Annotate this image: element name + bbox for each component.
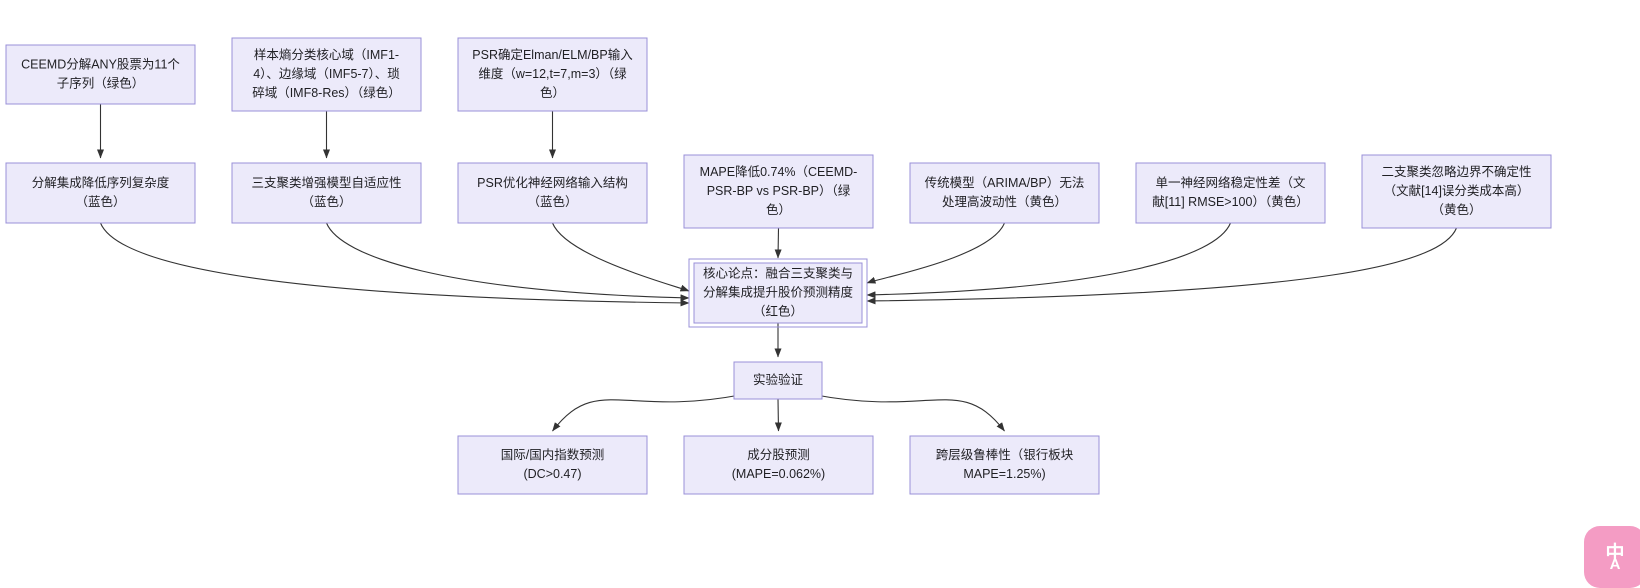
node-label-line: 献[11] RMSE>100）（黄色） (1152, 194, 1308, 209)
node-label-line: （文献[14]误分类成本高） (1384, 183, 1530, 198)
watermark-line-2: A (1609, 556, 1621, 573)
flow-node-r3[interactable]: 跨层级鲁棒性（银行板块 MAPE=1.25%) (909, 435, 1100, 495)
flow-node-n7[interactable]: MAPE降低0.74%（CEEMD- PSR-BP vs PSR-BP）（绿色） (683, 154, 874, 229)
node-box (457, 435, 648, 495)
node-box (683, 435, 874, 495)
node-label-line: 分解集成降低序列复杂度 (32, 175, 170, 190)
node-box (231, 162, 422, 224)
node-box (231, 37, 422, 112)
diagram-canvas: CEEMD分解ANY股票为11个子序列（绿色） 样本熵分类核心域（IMF1- 4）、… (5, 37, 1640, 588)
node-label-line: 处理高波动性（黄色） (942, 194, 1067, 209)
node-label-line: PSR确定Elman/ELM/BP输入 (472, 47, 633, 62)
node-label-line: 子序列（绿色） (57, 75, 145, 90)
node-label-line: 碎域（IMF8-Res）（绿色） (252, 85, 401, 100)
node-label-line: 维度（w=12,t=7,m=3）（绿 (478, 66, 627, 81)
node-label-line: (MAPE=0.062%) (732, 467, 825, 481)
flow-node-n2[interactable]: 样本熵分类核心域（IMF1- 4）、边缘域（IMF5-7）、琐碎域（IMF8-Re… (231, 37, 422, 112)
node-box (5, 44, 196, 105)
node-label-line: MAPE=1.25%) (963, 467, 1045, 481)
flow-node-n5[interactable]: 三支聚类增强模型自适应性 （蓝色） (231, 162, 422, 224)
node-label-line: 4）、边缘域（IMF5-7）、琐 (253, 66, 400, 81)
flow-node-r1[interactable]: 国际/国内指数预测 (DC>0.47) (457, 435, 648, 495)
flow-edge-e12 (552, 394, 741, 432)
node-box (693, 262, 863, 324)
node-box (5, 162, 196, 224)
node-label-line: 传统模型（ARIMA/BP）无法 (925, 175, 1085, 190)
flow-node-n6[interactable]: PSR优化神经网络输入结构 （蓝色） (457, 162, 648, 224)
node-label-line: （红色） (753, 303, 803, 318)
node-label-line: PSR-BP vs PSR-BP）（绿 (707, 183, 851, 198)
flow-edge-e14 (815, 394, 1005, 432)
node-label-line: 分解集成提升股价预测精度 (703, 284, 854, 299)
flow-edge-e5 (325, 222, 690, 302)
flow-node-n4[interactable]: 分解集成降低序列复杂度 （蓝色） (5, 162, 196, 224)
node-label-line: （蓝色） (301, 194, 351, 209)
node-label-line: CEEMD分解ANY股票为11个 (21, 57, 180, 71)
node-box (1135, 162, 1326, 224)
flow-node-n10[interactable]: 二支聚类忽略边界不确定性 （文献[14]误分类成本高） （黄色） (1361, 154, 1552, 229)
flow-edge-e13 (774, 398, 782, 432)
node-label-line: MAPE降低0.74%（CEEMD- (700, 165, 858, 179)
node-box (733, 361, 823, 400)
node-label-line: （蓝色） (75, 194, 125, 209)
node-label-line: 跨层级鲁棒性（银行板块 (936, 448, 1074, 462)
flow-edge-e7 (774, 227, 782, 259)
node-box (1361, 154, 1552, 229)
node-label-line: 核心论点：融合三支聚类与 (703, 265, 853, 280)
edge-layer (97, 104, 1458, 432)
node-label-line: （蓝色） (527, 194, 577, 209)
node-box (909, 435, 1100, 495)
flow-edge-e4 (99, 222, 690, 307)
node-box (683, 154, 874, 229)
flow-node-n9[interactable]: 单一神经网络稳定性差（文献[11] RMSE>100）（黄色） (1135, 162, 1326, 224)
flow-edge-e8 (866, 222, 1006, 284)
node-label-line: 国际/国内指数预测 (501, 447, 604, 462)
flow-node-exp[interactable]: 实验验证 (733, 361, 823, 400)
node-label-line: PSR优化神经网络输入结构 (477, 175, 628, 190)
node-box (457, 37, 648, 112)
node-label-line: 色） (540, 85, 565, 100)
node-label-line: 成分股预测 (747, 448, 810, 462)
watermark-badge: 中 A (1584, 526, 1640, 588)
flow-node-r2[interactable]: 成分股预测 (MAPE=0.062%) (683, 435, 874, 495)
node-label-line: 单一神经网络稳定性差（文 (1155, 175, 1306, 190)
flow-edge-e9 (866, 222, 1232, 299)
flow-edge-e6 (551, 222, 690, 292)
flow-edge-e10 (866, 227, 1458, 305)
node-label-line: 二支聚类忽略边界不确定性 (1381, 164, 1531, 179)
watermark-line-1: 中 (1605, 543, 1625, 564)
node-label-line: （黄色） (1431, 202, 1481, 217)
node-emphasis-outline (688, 258, 868, 328)
node-label-line: 色） (766, 202, 791, 217)
node-label-line: (DC>0.47) (523, 467, 581, 481)
node-label-line: 实验验证 (753, 372, 804, 387)
node-box (457, 162, 648, 224)
node-box (909, 162, 1100, 224)
node-label-line: 三支聚类增强模型自适应性 (251, 175, 401, 190)
node-label-line: 样本熵分类核心域（IMF1- (254, 47, 399, 62)
